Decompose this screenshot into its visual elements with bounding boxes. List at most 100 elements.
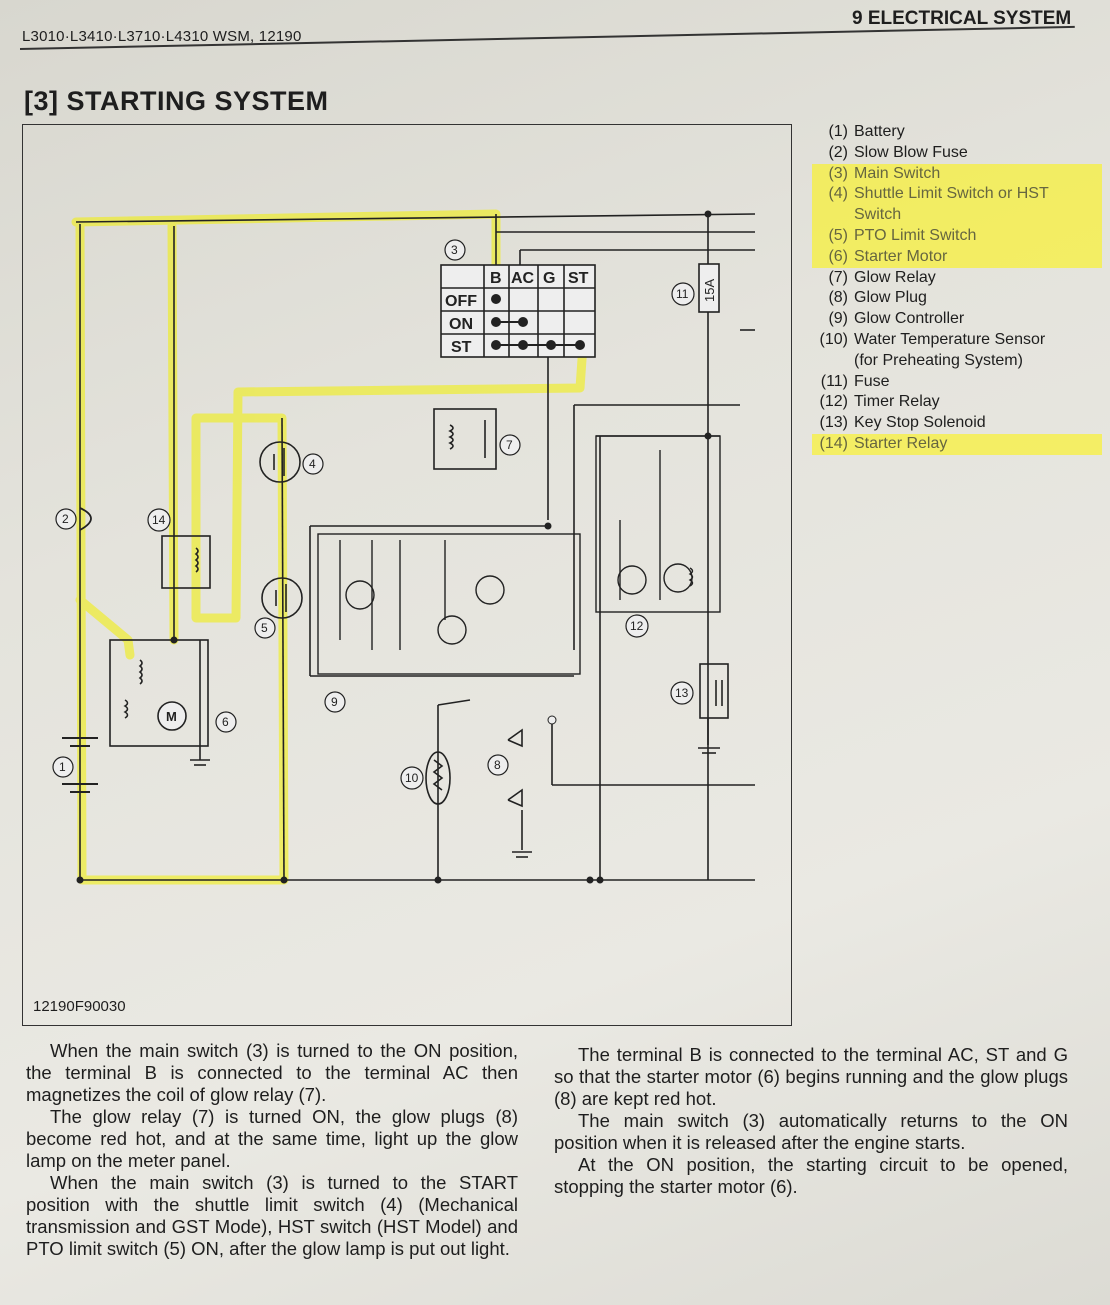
legend-number: (12) xyxy=(819,393,848,411)
fuse-rating: 15A xyxy=(702,279,717,302)
glow-plugs xyxy=(507,728,532,858)
legend-item: (3)Main Switch xyxy=(812,163,1102,185)
legend-item: (2) Slow Blow Fuse xyxy=(812,143,1102,164)
legend-item: (7)Glow Relay xyxy=(812,268,1102,289)
legend-number: (14) xyxy=(812,433,854,455)
svg-text:1: 1 xyxy=(59,760,66,774)
legend-label: Fuse xyxy=(854,372,890,390)
legend-item: (5)PTO Limit Switch xyxy=(812,225,1102,247)
figure-code: 12190F90030 xyxy=(33,998,126,1015)
svg-text:6: 6 xyxy=(222,715,229,729)
paragraph: When the main switch (3) is turned to th… xyxy=(26,1172,518,1259)
callout-14: 14 xyxy=(147,508,171,532)
legend-number: (4) xyxy=(812,184,854,206)
main-switch-table xyxy=(440,264,596,358)
legend-number: (5) xyxy=(812,225,854,247)
diagram-frame xyxy=(22,124,792,1026)
legend-item: (11) Fuse xyxy=(812,372,1102,393)
row-on: ON xyxy=(449,316,473,333)
col-g: G xyxy=(543,270,555,287)
starter-motor xyxy=(109,639,209,747)
legend-number xyxy=(812,205,854,226)
callout-6: 6 xyxy=(215,711,237,733)
callout-3: 3 xyxy=(444,239,466,261)
legend-item: (6)Starter Motor xyxy=(812,246,1102,268)
legend-number: (2) xyxy=(828,143,848,161)
battery xyxy=(62,737,98,793)
svg-text:11: 11 xyxy=(676,287,689,301)
legend-item: (1) Battery xyxy=(812,122,1102,143)
svg-text:4: 4 xyxy=(309,457,316,471)
legend-item: (9) Glow Controller xyxy=(812,309,1102,330)
col-b: B xyxy=(490,270,502,287)
legend-number: (9) xyxy=(828,310,848,328)
svg-text:10: 10 xyxy=(405,771,419,785)
svg-text:2: 2 xyxy=(62,512,69,526)
paragraph: The glow relay (7) is turned ON, the glo… xyxy=(26,1106,518,1171)
legend-item: Switch xyxy=(812,205,1102,226)
legend-number: (3) xyxy=(812,163,854,185)
callouts: 1 2 3 4 5 6 7 8 9 10 11 12 13 14 xyxy=(52,239,695,790)
legend-item: (12) Timer Relay xyxy=(812,392,1102,413)
limit-switches xyxy=(259,441,303,619)
callout-1: 1 xyxy=(52,756,74,778)
paragraph: When the main switch (3) is turned to th… xyxy=(26,1040,518,1105)
legend-label: Glow Controller xyxy=(854,310,965,328)
legend-number: (1) xyxy=(828,123,848,140)
callout-11: 11 xyxy=(671,282,695,306)
col-st: ST xyxy=(568,270,589,287)
legend-number: (13) xyxy=(819,414,848,432)
legend-label: Shuttle Limit Switch or HST xyxy=(854,184,1102,206)
callout-13: 13 xyxy=(670,681,694,705)
svg-text:3: 3 xyxy=(451,243,458,257)
svg-text:8: 8 xyxy=(494,758,501,772)
callout-9: 9 xyxy=(324,691,346,713)
legend-item: (4)Shuttle Limit Switch or HST xyxy=(812,184,1102,206)
callout-2: 2 xyxy=(55,508,77,530)
header-models: L3010·L3410·L3710·L4310 WSM, 12190 xyxy=(22,28,302,45)
wiring-lines xyxy=(75,213,756,881)
legend-label: Glow Plug xyxy=(854,289,927,307)
legend-item: (8) Glow Plug xyxy=(812,288,1102,309)
legend-label: Battery xyxy=(854,123,905,140)
callout-5: 5 xyxy=(254,617,276,639)
svg-text:7: 7 xyxy=(506,438,513,452)
legend-item: (14)Starter Relay xyxy=(812,433,1102,455)
callout-4: 4 xyxy=(302,453,324,475)
svg-text:12: 12 xyxy=(630,619,644,633)
motor-ground xyxy=(190,759,210,766)
legend-label: Starter Motor xyxy=(854,246,1102,268)
header-section: 9 ELECTRICAL SYSTEM xyxy=(852,8,1072,29)
legend-label: Starter Relay xyxy=(854,433,1102,455)
callout-7: 7 xyxy=(499,434,521,456)
legend-label: Switch xyxy=(854,205,1102,226)
body-text-left: When the main switch (3) is turned to th… xyxy=(26,1040,518,1260)
legend-label: PTO Limit Switch xyxy=(854,225,1102,247)
legend-number: (8) xyxy=(828,289,848,307)
glow-relay xyxy=(433,408,497,470)
legend-label: (for Preheating System) xyxy=(854,351,1023,369)
timer-relay xyxy=(595,435,721,613)
starter-relay xyxy=(161,535,211,589)
water-temp-sensor xyxy=(425,751,451,805)
svg-text:9: 9 xyxy=(331,695,338,709)
svg-text:13: 13 xyxy=(675,686,689,700)
legend-label: Timer Relay xyxy=(854,393,940,411)
legend-label: Glow Relay xyxy=(854,268,936,286)
slow-blow-fuse xyxy=(79,507,92,531)
legend-label: Main Switch xyxy=(854,163,1102,185)
legend-label: Slow Blow Fuse xyxy=(854,143,968,161)
callout-10: 10 xyxy=(400,766,424,790)
component-legend: (1)Battery(2)Slow Blow Fuse(3)Main Switc… xyxy=(812,122,1102,455)
row-st: ST xyxy=(451,339,472,356)
legend-number: (11) xyxy=(820,372,848,390)
callout-8: 8 xyxy=(487,754,509,776)
section-title: [3] STARTING SYSTEM xyxy=(24,86,329,116)
switch-column-labels: B AC G ST OFF ON ST xyxy=(445,270,589,356)
glow-controller xyxy=(317,533,581,675)
svg-text:14: 14 xyxy=(152,513,166,527)
paragraph: The main switch (3) automatically return… xyxy=(554,1110,1068,1153)
legend-item: (13)Key Stop Solenoid xyxy=(812,413,1102,434)
paragraph: At the ON position, the starting circuit… xyxy=(554,1154,1068,1197)
